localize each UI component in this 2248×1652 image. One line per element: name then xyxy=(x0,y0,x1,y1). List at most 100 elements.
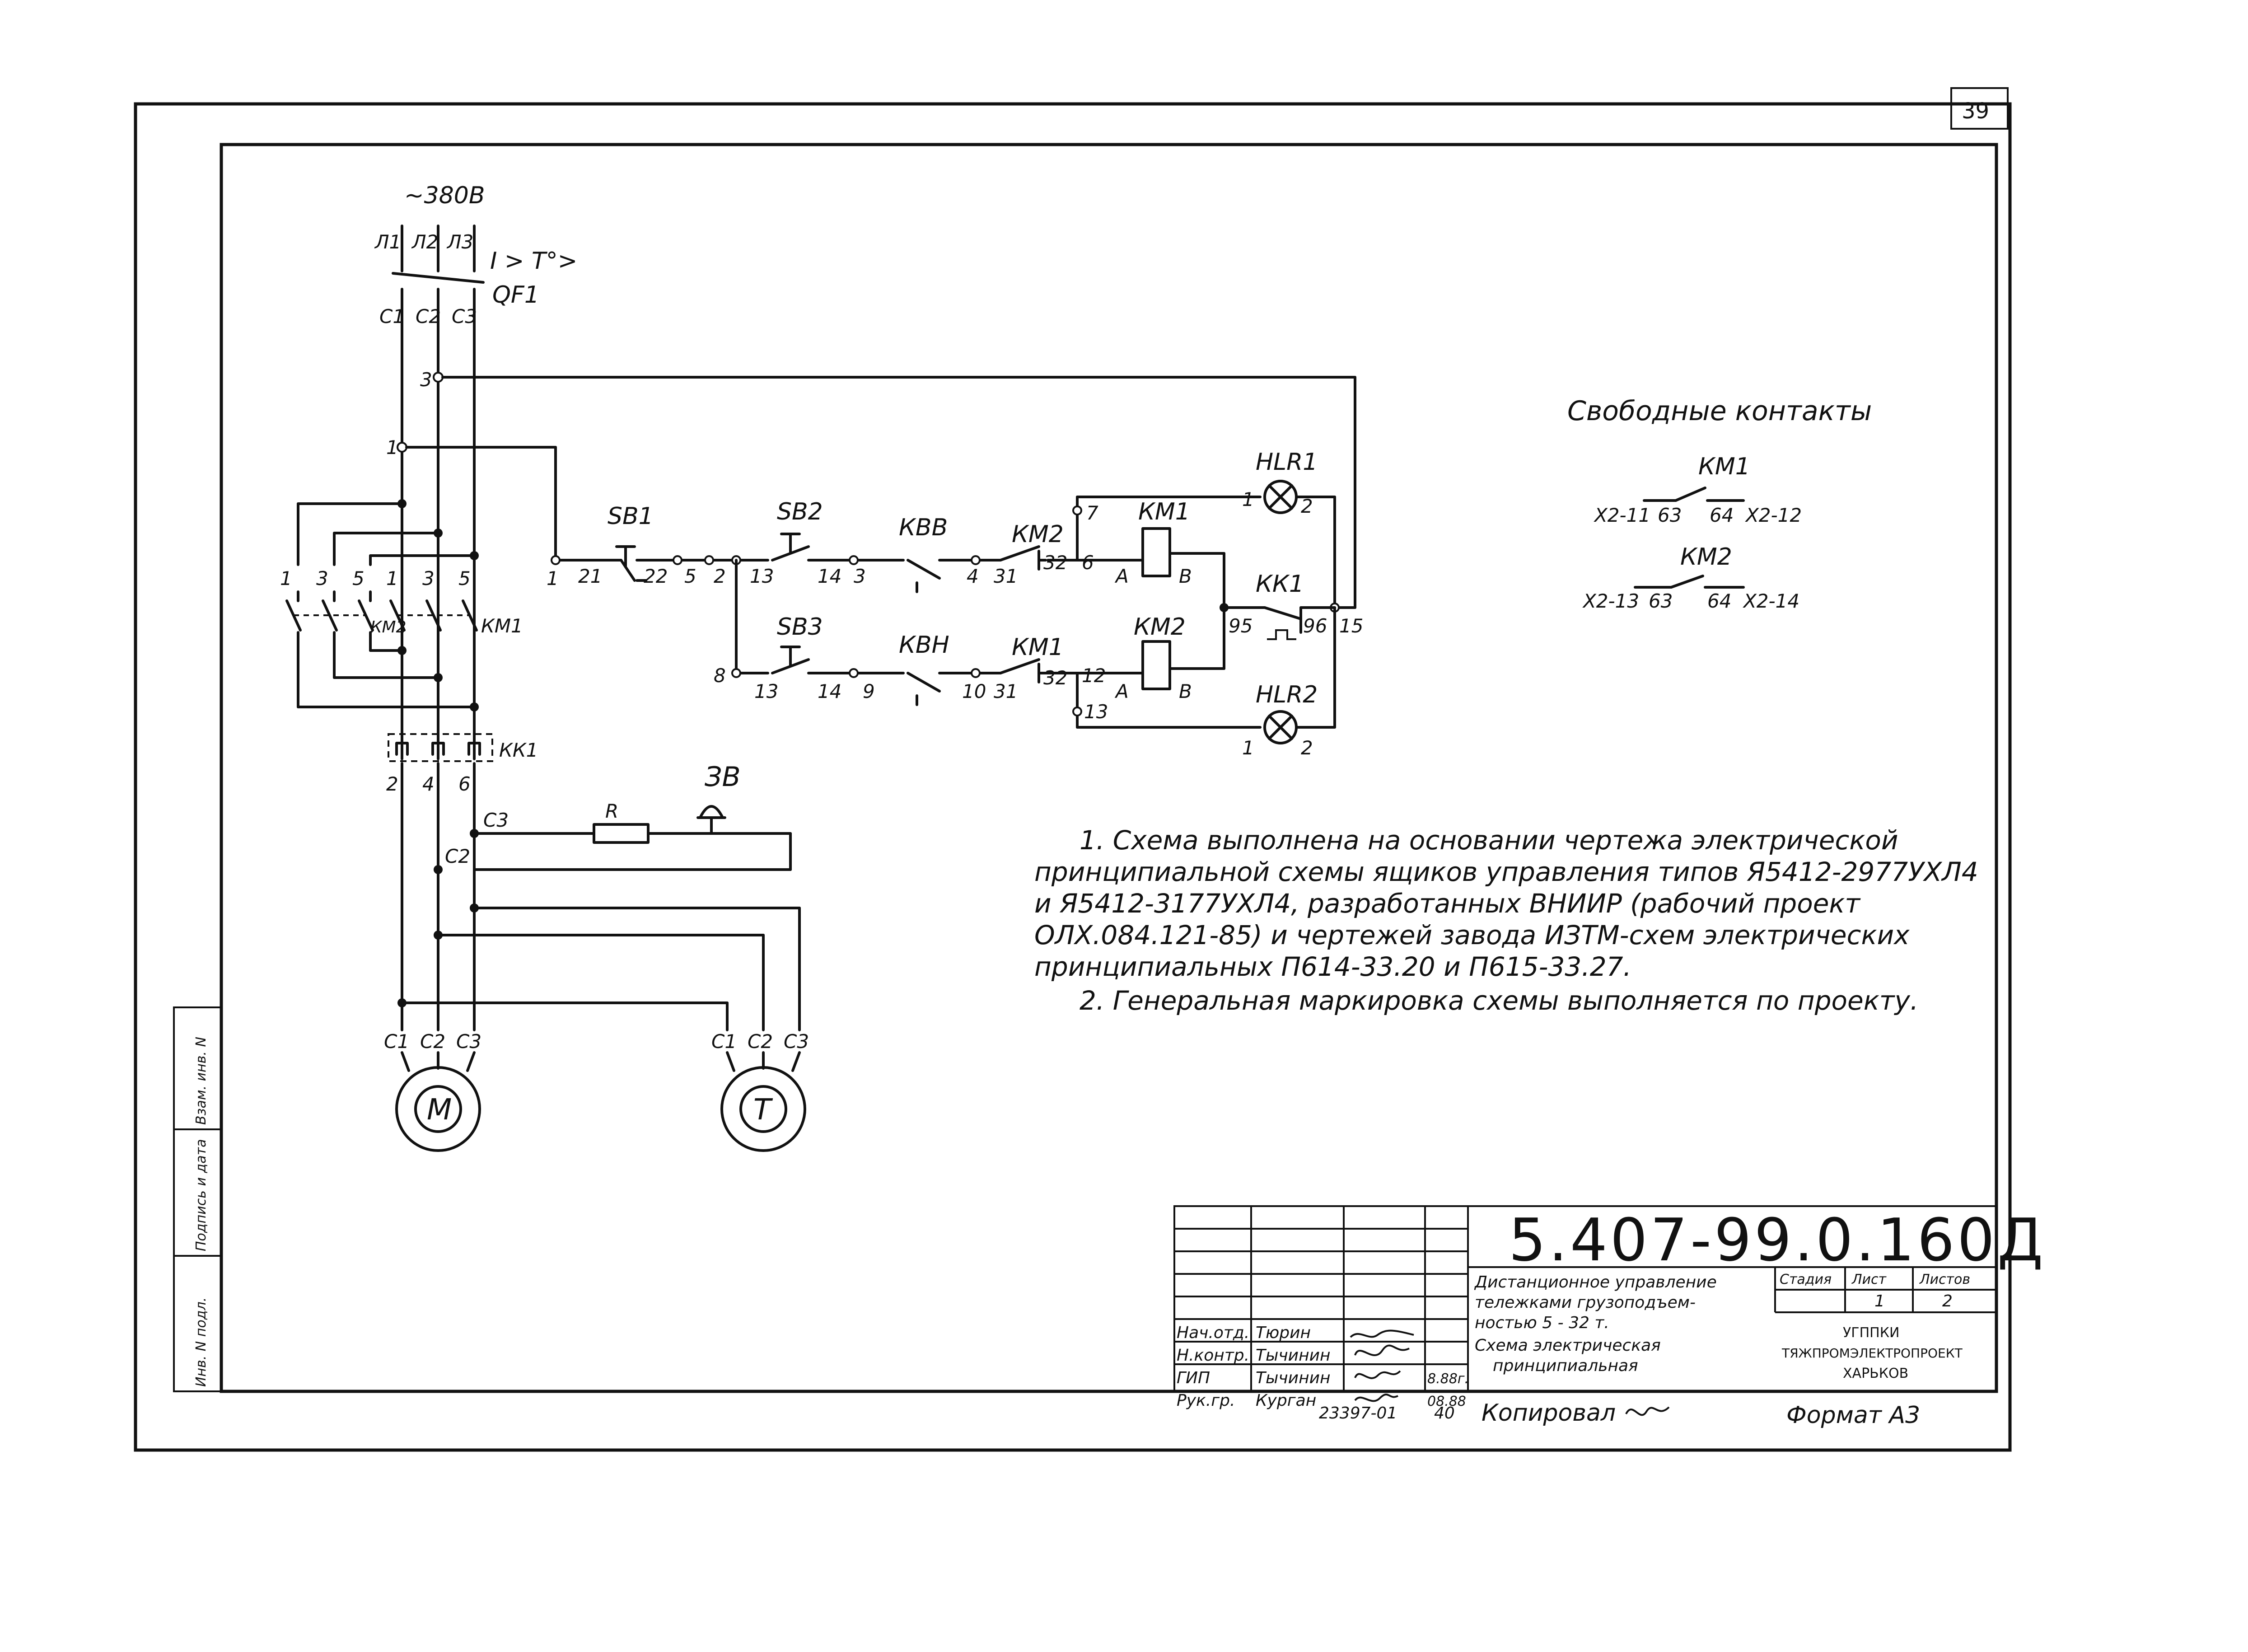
t-term-c2: С2 xyxy=(748,1030,773,1053)
node-3: 3 xyxy=(854,565,866,587)
control-circuit: 1 21 SB1 22 5 2 13 SB2 14 3 КВВ 4 xyxy=(547,376,1363,759)
node-b31: 31 xyxy=(994,680,1018,702)
node-32: 32 xyxy=(1043,552,1067,574)
role-2: ГИП xyxy=(1177,1369,1210,1387)
km1-term-5: 5 xyxy=(458,567,471,590)
format-label: Формат А3 xyxy=(1786,1402,1920,1429)
node-b13: 13 xyxy=(754,680,778,702)
hlr2-term-2: 2 xyxy=(1301,737,1313,759)
breaker-out-c3: С3 xyxy=(452,305,477,328)
node-12: 12 xyxy=(1082,665,1106,687)
name-0: Тюрин xyxy=(1256,1324,1311,1342)
free-km2-b: 64 xyxy=(1707,590,1731,612)
kk1-term-4: 4 xyxy=(422,773,435,795)
title-line-3: ностью 5 - 32 т. xyxy=(1475,1314,1609,1332)
node-21: 21 xyxy=(578,565,602,587)
node-9: 9 xyxy=(863,680,875,702)
node-4: 4 xyxy=(967,565,979,587)
kk1-term-6: 6 xyxy=(458,773,471,795)
km2-interlock-label: КМ2 xyxy=(1012,521,1064,548)
hlr1-term-1: 1 xyxy=(1242,488,1254,510)
node-2: 2 xyxy=(714,565,726,587)
tap-1: 1 xyxy=(386,436,398,459)
sheets-value: 2 xyxy=(1942,1292,1953,1310)
km2-term-1: 1 xyxy=(280,567,292,590)
node-10: 10 xyxy=(962,680,986,702)
phase-l2: Л2 xyxy=(411,231,438,253)
resistor-label: R xyxy=(605,800,618,822)
signature-3 xyxy=(1354,1394,1398,1402)
org-line-3: ХАРЬКОВ xyxy=(1843,1366,1908,1381)
branch-c3: С3 xyxy=(483,809,509,831)
node-7: 7 xyxy=(1086,502,1098,524)
name-2: Тычинин xyxy=(1256,1369,1331,1387)
supply-voltage: ~380В xyxy=(404,182,485,209)
note-line-4: ОЛХ.084.121-85) и чертежей завода ИЗТМ-с… xyxy=(1034,920,1910,950)
node-b13b: 13 xyxy=(1084,701,1108,723)
kbb-label: КВВ xyxy=(899,514,948,541)
m-term-c3: С3 xyxy=(456,1030,481,1053)
name-3: Курган xyxy=(1256,1391,1316,1410)
notes: 1. Схема выполнена на основании чертежа … xyxy=(1034,825,1978,1016)
note-line-6: 2. Генеральная маркировка схемы выполняе… xyxy=(1080,985,1918,1016)
node-1: 1 xyxy=(547,567,559,590)
hlr2-label: HLR2 xyxy=(1256,681,1318,708)
m-term-c2: С2 xyxy=(420,1030,445,1053)
free-km1-left: X2-11 xyxy=(1594,504,1650,526)
breaker-name: QF1 xyxy=(492,281,539,309)
signature-1 xyxy=(1354,1344,1410,1356)
coil-km1-a: А xyxy=(1114,565,1129,587)
outer-frame xyxy=(134,102,2012,1452)
coil-km2-b: В xyxy=(1179,680,1192,702)
kk1-term-15: 15 xyxy=(1339,615,1363,637)
free-km1-name: КМ1 xyxy=(1698,453,1750,480)
inner-frame xyxy=(220,143,1998,1393)
note-line-1: 1. Схема выполнена на основании чертежа … xyxy=(1080,825,1898,856)
tap-3: 3 xyxy=(420,369,432,391)
role-0: Нач.отд. xyxy=(1177,1324,1249,1342)
motor-t-symbol: Т xyxy=(753,1093,773,1127)
stage-label: Стадия xyxy=(1780,1272,1832,1287)
sb3-label: SB3 xyxy=(777,613,823,641)
side-stamp-replace: Взам. инв. N xyxy=(193,1037,209,1125)
node-b32: 32 xyxy=(1043,667,1067,689)
sheet-value: 1 xyxy=(1874,1292,1885,1310)
km1-term-1: 1 xyxy=(386,567,398,590)
signature-2 xyxy=(1354,1370,1401,1379)
signature-0 xyxy=(1350,1329,1414,1338)
kk1-term-2: 2 xyxy=(386,773,398,795)
name-1: Тычинин xyxy=(1256,1346,1331,1365)
sb1-label: SB1 xyxy=(608,503,654,530)
kbh-label: КВН xyxy=(899,632,949,659)
node-13: 13 xyxy=(750,565,774,587)
power-circuit: ~380В Л1 Л2 Л3 I > T°> QF1 С1 С2 С3 3 1 xyxy=(280,182,1356,1152)
coil-km2-label: КМ2 xyxy=(1134,613,1186,641)
title-line-5: принципиальная xyxy=(1493,1357,1638,1375)
date-0: 8.88г. xyxy=(1427,1371,1469,1387)
horn-label: ЗВ xyxy=(705,761,741,793)
note-line-5: принципиальных П614-33.20 и П615-33.27. xyxy=(1034,951,1631,982)
phase-l1: Л1 xyxy=(374,231,401,253)
coil-km2 xyxy=(1141,640,1171,690)
motor-m-symbol: М xyxy=(427,1093,452,1127)
title-line-2: тележками грузоподъем- xyxy=(1475,1293,1696,1312)
coil-km2-a: А xyxy=(1114,680,1129,702)
free-km1-right: X2-12 xyxy=(1745,504,1802,526)
free-km2-right: X2-14 xyxy=(1743,590,1799,612)
side-stamp-sign: Подпись и дата xyxy=(193,1139,209,1252)
node-22: 22 xyxy=(644,565,668,587)
sheets-label: Листов xyxy=(1919,1272,1970,1287)
org-line-2: ТЯЖПРОМЭЛЕКТРОПРОЕКТ xyxy=(1781,1346,1963,1361)
free-km2-left: X2-13 xyxy=(1582,590,1639,612)
hlr1-term-2: 2 xyxy=(1301,495,1313,517)
inv-sheet: 40 xyxy=(1434,1404,1455,1423)
t-term-c3: С3 xyxy=(784,1030,809,1053)
sheet-number-box xyxy=(1950,87,2009,130)
t-term-c1: С1 xyxy=(711,1030,737,1053)
node-14: 14 xyxy=(818,565,841,587)
role-3: Рук.гр. xyxy=(1177,1391,1235,1410)
sheet-number: 39 xyxy=(1962,98,1989,124)
inv-number: 23397-01 xyxy=(1319,1404,1397,1423)
free-km1-b: 64 xyxy=(1710,504,1734,526)
